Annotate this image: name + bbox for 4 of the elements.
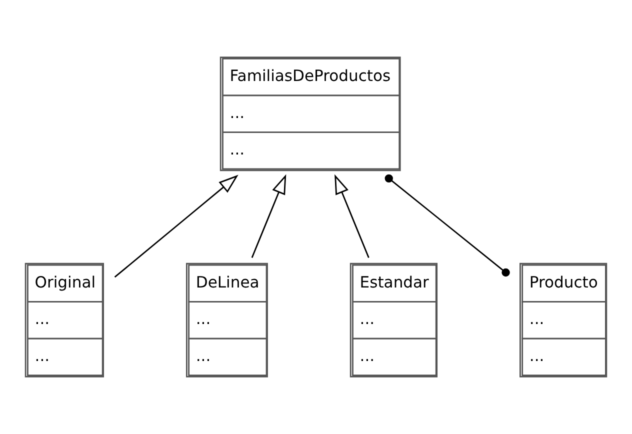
arrow xyxy=(114,174,238,278)
arrow xyxy=(334,174,370,258)
arrow xyxy=(251,174,286,258)
connector xyxy=(384,174,510,277)
